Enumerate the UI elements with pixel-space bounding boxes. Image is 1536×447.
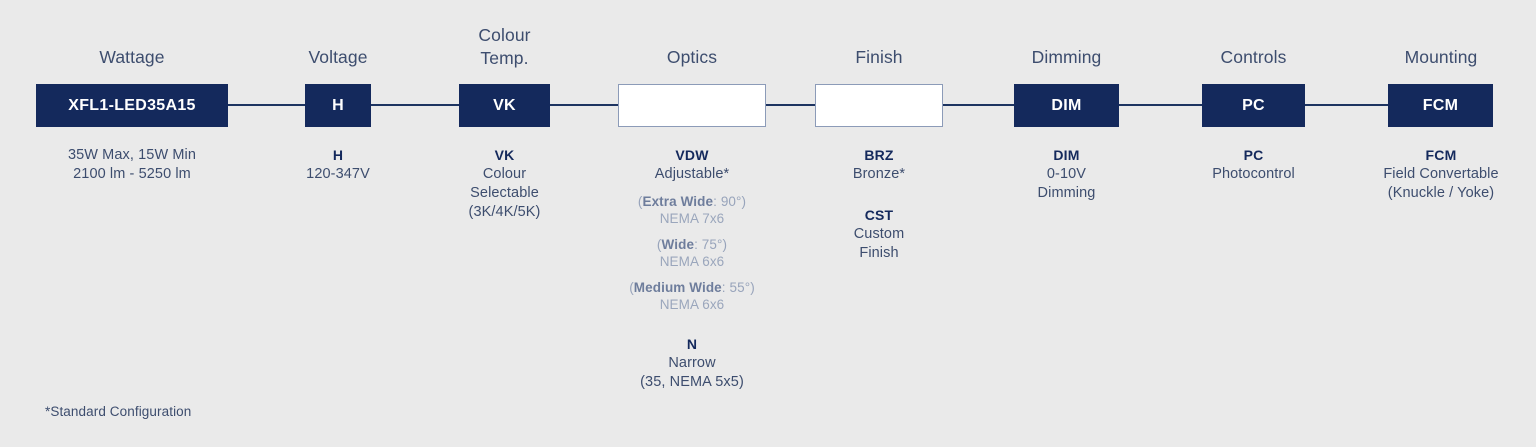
option-item: PC Photocontrol <box>1187 146 1320 184</box>
sub-name: Medium Wide <box>633 280 722 295</box>
option-list: 35W Max, 15W Min 2100 lm - 5250 lm <box>26 146 238 184</box>
connector-line <box>1119 104 1203 106</box>
option-description: 35W Max, 15W Min 2100 lm - 5250 lm <box>67 147 197 182</box>
option-code: VDW <box>675 147 709 163</box>
code-box-colour-temp[interactable]: VK <box>459 84 550 127</box>
code-box-voltage[interactable]: H <box>305 84 371 127</box>
option-item: 35W Max, 15W Min 2100 lm - 5250 lm <box>26 146 238 184</box>
sub-value: : 90°) <box>713 194 747 209</box>
sub-open: ( <box>637 194 643 209</box>
option-code: FCM <box>1425 147 1457 163</box>
column-header: Wattage <box>99 47 165 67</box>
connector-line <box>550 104 618 106</box>
sub-value: : 75°) <box>694 237 728 252</box>
option-item: DIM 0-10V Dimming <box>1000 146 1133 203</box>
option-item: CST Custom Finish <box>805 206 953 263</box>
option-description: Custom Finish <box>853 226 905 261</box>
sub-open: ( <box>629 280 634 295</box>
connector-line <box>228 104 306 106</box>
sub-value: : 55°) <box>721 280 755 295</box>
code-box-wattage[interactable]: XFL1-LED35A15 <box>36 84 228 127</box>
sub-name: Extra Wide <box>642 194 714 209</box>
option-item: VDW Adjustable* (Extra Wide: 90°) NEMA 7… <box>601 146 783 313</box>
column-header: Dimming <box>1031 47 1102 67</box>
option-list: PC Photocontrol <box>1187 146 1320 184</box>
column-header: Voltage <box>308 47 368 67</box>
option-code: BRZ <box>864 147 894 163</box>
footnote-standard-configuration: *Standard Configuration <box>45 404 192 419</box>
option-code: DIM <box>1053 147 1080 163</box>
option-description: Bronze* <box>852 166 906 182</box>
option-item: H 120-347V <box>278 146 398 184</box>
column-header: Mounting <box>1404 47 1478 67</box>
option-code: VK <box>494 147 515 163</box>
option-sub-spec: (Medium Wide: 55°) NEMA 6x6 <box>601 280 783 313</box>
code-box-mounting[interactable]: FCM <box>1388 84 1493 127</box>
sub-nema: NEMA 7x6 <box>659 210 725 226</box>
option-list: VK Colour Selectable (3K/4K/5K) <box>440 146 569 222</box>
option-item: N Narrow (35, NEMA 5x5) <box>601 335 783 392</box>
option-item: BRZ Bronze* <box>805 146 953 184</box>
column-header: Finish <box>855 47 903 67</box>
code-box-finish[interactable] <box>815 84 943 127</box>
connector-line <box>942 104 1014 106</box>
sub-nema: NEMA 6x6 <box>659 296 725 312</box>
code-box-controls[interactable]: PC <box>1202 84 1305 127</box>
option-code: H <box>332 147 344 163</box>
option-code: CST <box>864 207 894 223</box>
option-sub-spec: (Wide: 75°) NEMA 6x6 <box>601 237 783 270</box>
code-box-dimming[interactable]: DIM <box>1014 84 1119 127</box>
connector-line <box>766 104 816 106</box>
option-list: FCM Field Convertable (Knuckle / Yoke) <box>1349 146 1533 203</box>
option-code: N <box>686 336 698 352</box>
option-list: DIM 0-10V Dimming <box>1000 146 1133 203</box>
column-header: Optics <box>666 47 718 67</box>
sub-nema: NEMA 6x6 <box>659 253 725 269</box>
option-description: Adjustable* <box>654 166 730 182</box>
option-description: 0-10V Dimming <box>1037 166 1096 201</box>
connector-line <box>370 104 459 106</box>
option-description: Narrow (35, NEMA 5x5) <box>640 355 744 390</box>
option-item: VK Colour Selectable (3K/4K/5K) <box>440 146 569 222</box>
option-description: Colour Selectable (3K/4K/5K) <box>468 166 541 220</box>
connector-line <box>1305 104 1388 106</box>
option-description: Photocontrol <box>1212 166 1295 182</box>
column-header: Controls <box>1220 47 1287 67</box>
option-sub-spec: (Extra Wide: 90°) NEMA 7x6 <box>601 194 783 227</box>
option-description: 120-347V <box>306 166 370 182</box>
option-item: FCM Field Convertable (Knuckle / Yoke) <box>1349 146 1533 203</box>
sub-open: ( <box>656 237 662 252</box>
option-code: PC <box>1243 147 1264 163</box>
option-list: H 120-347V <box>278 146 398 184</box>
option-list: BRZ Bronze* CST Custom Finish <box>805 146 953 263</box>
option-list: VDW Adjustable* (Extra Wide: 90°) NEMA 7… <box>601 146 783 392</box>
code-box-optics[interactable] <box>618 84 766 127</box>
sub-name: Wide <box>661 237 695 252</box>
column-header: Colour Temp. <box>478 25 531 68</box>
option-description: Field Convertable (Knuckle / Yoke) <box>1383 166 1499 201</box>
